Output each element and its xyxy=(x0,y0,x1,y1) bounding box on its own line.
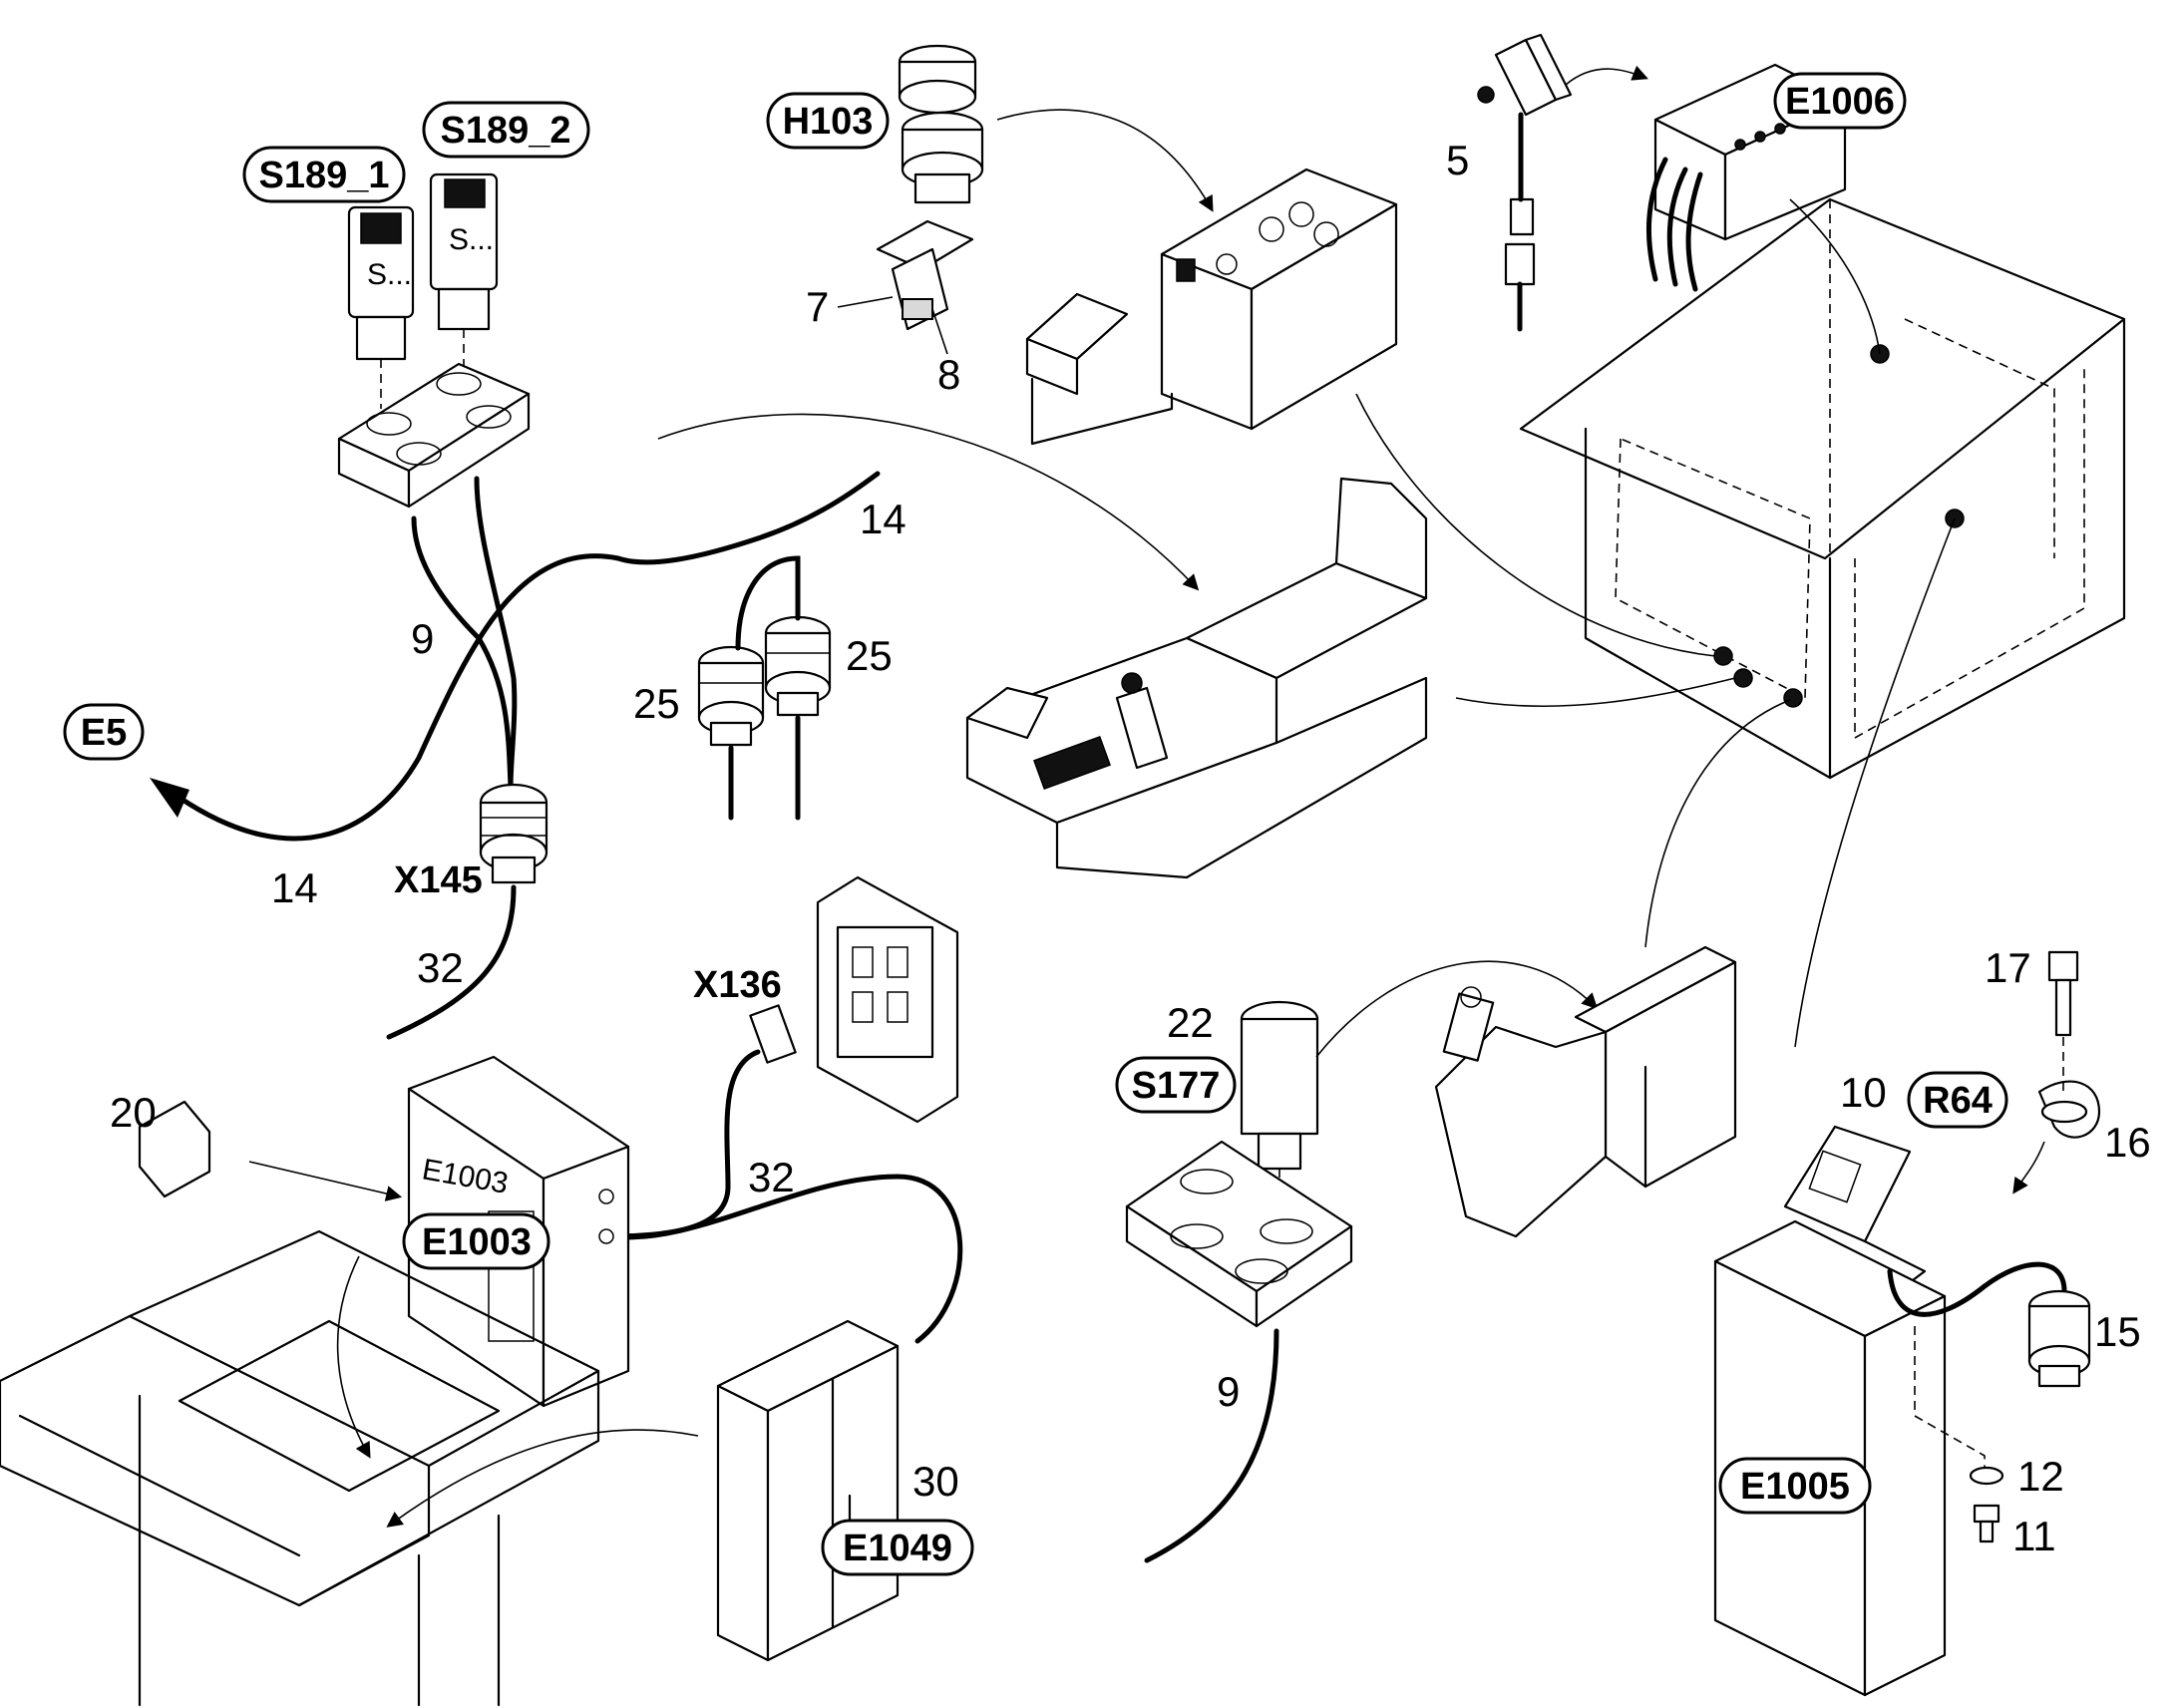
tag-r64: R64 xyxy=(1907,1071,2008,1129)
callout-17: 17 xyxy=(1985,944,2031,991)
switch-mounting-plate-left xyxy=(337,362,531,509)
control-panel-unit xyxy=(1160,168,1398,431)
cable-gland-15 xyxy=(2027,1289,2091,1388)
callout-30: 30 xyxy=(912,1458,959,1505)
joystick-console xyxy=(1434,945,1737,1238)
connector-x136 xyxy=(749,1004,797,1064)
module-5 xyxy=(1477,33,1573,332)
tag-e1006: E1006 xyxy=(1773,72,1907,130)
screw-17 xyxy=(2047,950,2079,1037)
cable-9-b xyxy=(474,476,518,791)
bolt-11 xyxy=(1973,1504,2000,1543)
callout-9-top: 9 xyxy=(411,615,434,662)
callout-12: 12 xyxy=(2017,1453,2064,1500)
clamp-16 xyxy=(2037,1080,2101,1139)
tag-e1049: E1049 xyxy=(821,1519,974,1576)
cable-loop-25 xyxy=(735,555,801,651)
cable-32-mid xyxy=(605,1049,761,1239)
operator-cab-frame xyxy=(1519,197,2126,780)
label-x136: X136 xyxy=(693,964,782,1006)
callout-8: 8 xyxy=(937,351,960,398)
callout-16: 16 xyxy=(2104,1119,2151,1166)
cable-14 xyxy=(177,535,761,842)
lamp-holder xyxy=(876,219,974,331)
tag-s177: S177 xyxy=(1115,1056,1237,1114)
cabinet-e1049 xyxy=(716,1319,900,1662)
svg-text:R64: R64 xyxy=(1923,1080,1993,1122)
callout-9-bottom: 9 xyxy=(1217,1368,1240,1415)
key-switch-s189-1: S... xyxy=(347,205,415,361)
relay-module-20 xyxy=(138,1100,211,1198)
key-switch-s177 xyxy=(1240,1000,1319,1171)
cable-tray-bracket xyxy=(1025,292,1174,446)
svg-text:E5: E5 xyxy=(81,712,127,754)
callout-7: 7 xyxy=(806,283,829,330)
key-switch-s189-2: S... xyxy=(429,172,499,331)
callout-32-mid: 32 xyxy=(748,1154,795,1200)
callout-14-mid: 14 xyxy=(860,496,907,542)
washer-12 xyxy=(1969,1466,2004,1486)
fan-heater-r64 xyxy=(1783,1125,1927,1288)
svg-text:H103: H103 xyxy=(783,101,874,143)
controller-panel xyxy=(816,875,959,1124)
tag-h103: H103 xyxy=(766,92,890,150)
svg-text:S189_1: S189_1 xyxy=(258,155,389,196)
callout-14-left: 14 xyxy=(271,864,318,911)
callout-25-left: 25 xyxy=(633,680,680,727)
callout-32-left: 32 xyxy=(417,944,464,991)
cable-15 xyxy=(1887,1261,2067,1317)
svg-text:E1003: E1003 xyxy=(422,1221,532,1263)
label-x145: X145 xyxy=(394,859,483,901)
tag-s189-2: S189_2 xyxy=(422,101,590,159)
svg-text:E1049: E1049 xyxy=(843,1528,952,1569)
switch-marking: S... xyxy=(367,258,412,291)
callout-15: 15 xyxy=(2094,1308,2141,1355)
arrow-icon xyxy=(150,778,189,818)
tag-s189-1: S189_1 xyxy=(242,146,406,203)
tag-e1005: E1005 xyxy=(1718,1457,1872,1515)
seat-console xyxy=(965,477,1428,879)
cable-gland-25-left xyxy=(697,645,765,747)
cable-32-left xyxy=(386,884,517,1040)
callout-20: 20 xyxy=(110,1089,157,1136)
callout-10: 10 xyxy=(1840,1069,1887,1116)
svg-text:E1005: E1005 xyxy=(1740,1466,1850,1508)
cable-9-bottom xyxy=(1144,1328,1279,1563)
callout-25-right: 25 xyxy=(846,632,893,679)
cable-e1049 xyxy=(605,1174,963,1344)
cable-gland-25-right xyxy=(764,615,832,717)
svg-text:E1006: E1006 xyxy=(1785,81,1895,123)
machine-chassis xyxy=(0,1229,600,1707)
tag-e5: E5 xyxy=(63,703,145,761)
switch-marking: S... xyxy=(449,223,494,256)
cable-14-upper xyxy=(755,471,881,541)
tag-e1003: E1003 xyxy=(402,1212,550,1270)
callout-11: 11 xyxy=(2012,1513,2056,1559)
switch-mounting-plate-right xyxy=(1125,1140,1353,1328)
lamp-h103 xyxy=(898,44,984,204)
svg-text:S177: S177 xyxy=(1132,1065,1221,1107)
callout-22: 22 xyxy=(1167,999,1214,1046)
svg-text:S189_2: S189_2 xyxy=(440,110,570,152)
connector-x145 xyxy=(479,783,548,884)
callout-5: 5 xyxy=(1446,137,1469,183)
